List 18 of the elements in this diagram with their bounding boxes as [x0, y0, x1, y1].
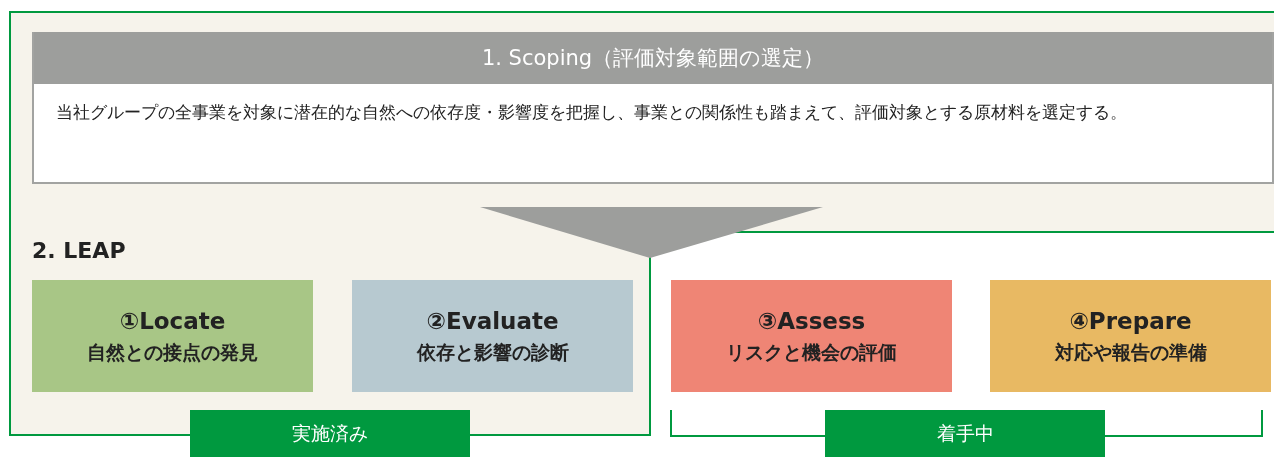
phase-box — [990, 280, 1271, 392]
phase-title: ①Locate — [119, 307, 226, 336]
phase-title: ④Prepare — [1069, 307, 1192, 336]
phase-box — [32, 280, 313, 392]
phase-box — [671, 280, 952, 392]
phase-subtitle: 対応や報告の準備 — [1054, 340, 1207, 365]
phase-subtitle: 依存と影響の診断 — [416, 340, 569, 365]
scoping-panel — [32, 32, 1274, 184]
section-label: 2. LEAP — [32, 238, 126, 263]
status-badge: 着手中 — [825, 410, 1105, 457]
phase-title: ②Evaluate — [426, 307, 559, 336]
panel-heading: 1. Scoping（評価対象範囲の選定） — [34, 32, 1272, 84]
phase-subtitle: 自然との接点の発見 — [87, 340, 258, 365]
phase-title: ③Assess — [757, 307, 866, 336]
phase-subtitle: リスクと機会の評価 — [726, 340, 897, 365]
status-badge: 実施済み — [190, 410, 470, 457]
description-text: 当社グループの全事業を対象に潜在的な自然への依存度・影響度を把握し、事業との関係性も踏まえて、評価対象とする原材料を選定する。 — [55, 102, 1128, 124]
phase-box — [352, 280, 633, 392]
